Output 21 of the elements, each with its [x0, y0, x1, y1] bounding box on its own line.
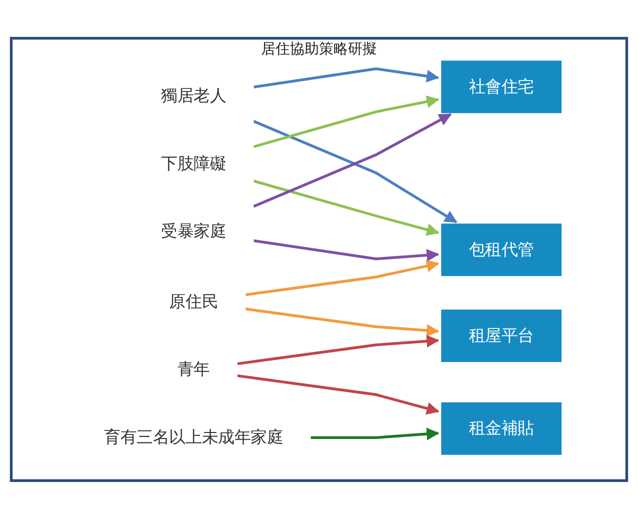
node-box: 社會住宅 [441, 60, 562, 114]
node-text: 受暴家庭 [161, 222, 226, 242]
arrow [252, 120, 458, 224]
arrow [236, 374, 440, 415]
arrow [236, 334, 440, 366]
node-box: 租屋平台 [441, 310, 562, 362]
arrow [253, 239, 440, 262]
node-text: 青年 [177, 360, 210, 380]
arrow [253, 67, 440, 88]
arrow [310, 428, 440, 440]
node-box: 包租代管 [441, 224, 562, 276]
node-box: 租金補貼 [441, 402, 562, 455]
node-text: 下肢障礙 [161, 154, 226, 174]
arrow [252, 113, 452, 208]
arrow [245, 260, 440, 296]
node-text: 獨居老人 [161, 86, 226, 106]
arrow [253, 180, 440, 236]
node-text: 原住民 [169, 292, 218, 312]
arrow [245, 308, 440, 337]
arrow [253, 96, 440, 148]
node-text: 育有三名以上未成年家庭 [104, 428, 284, 448]
